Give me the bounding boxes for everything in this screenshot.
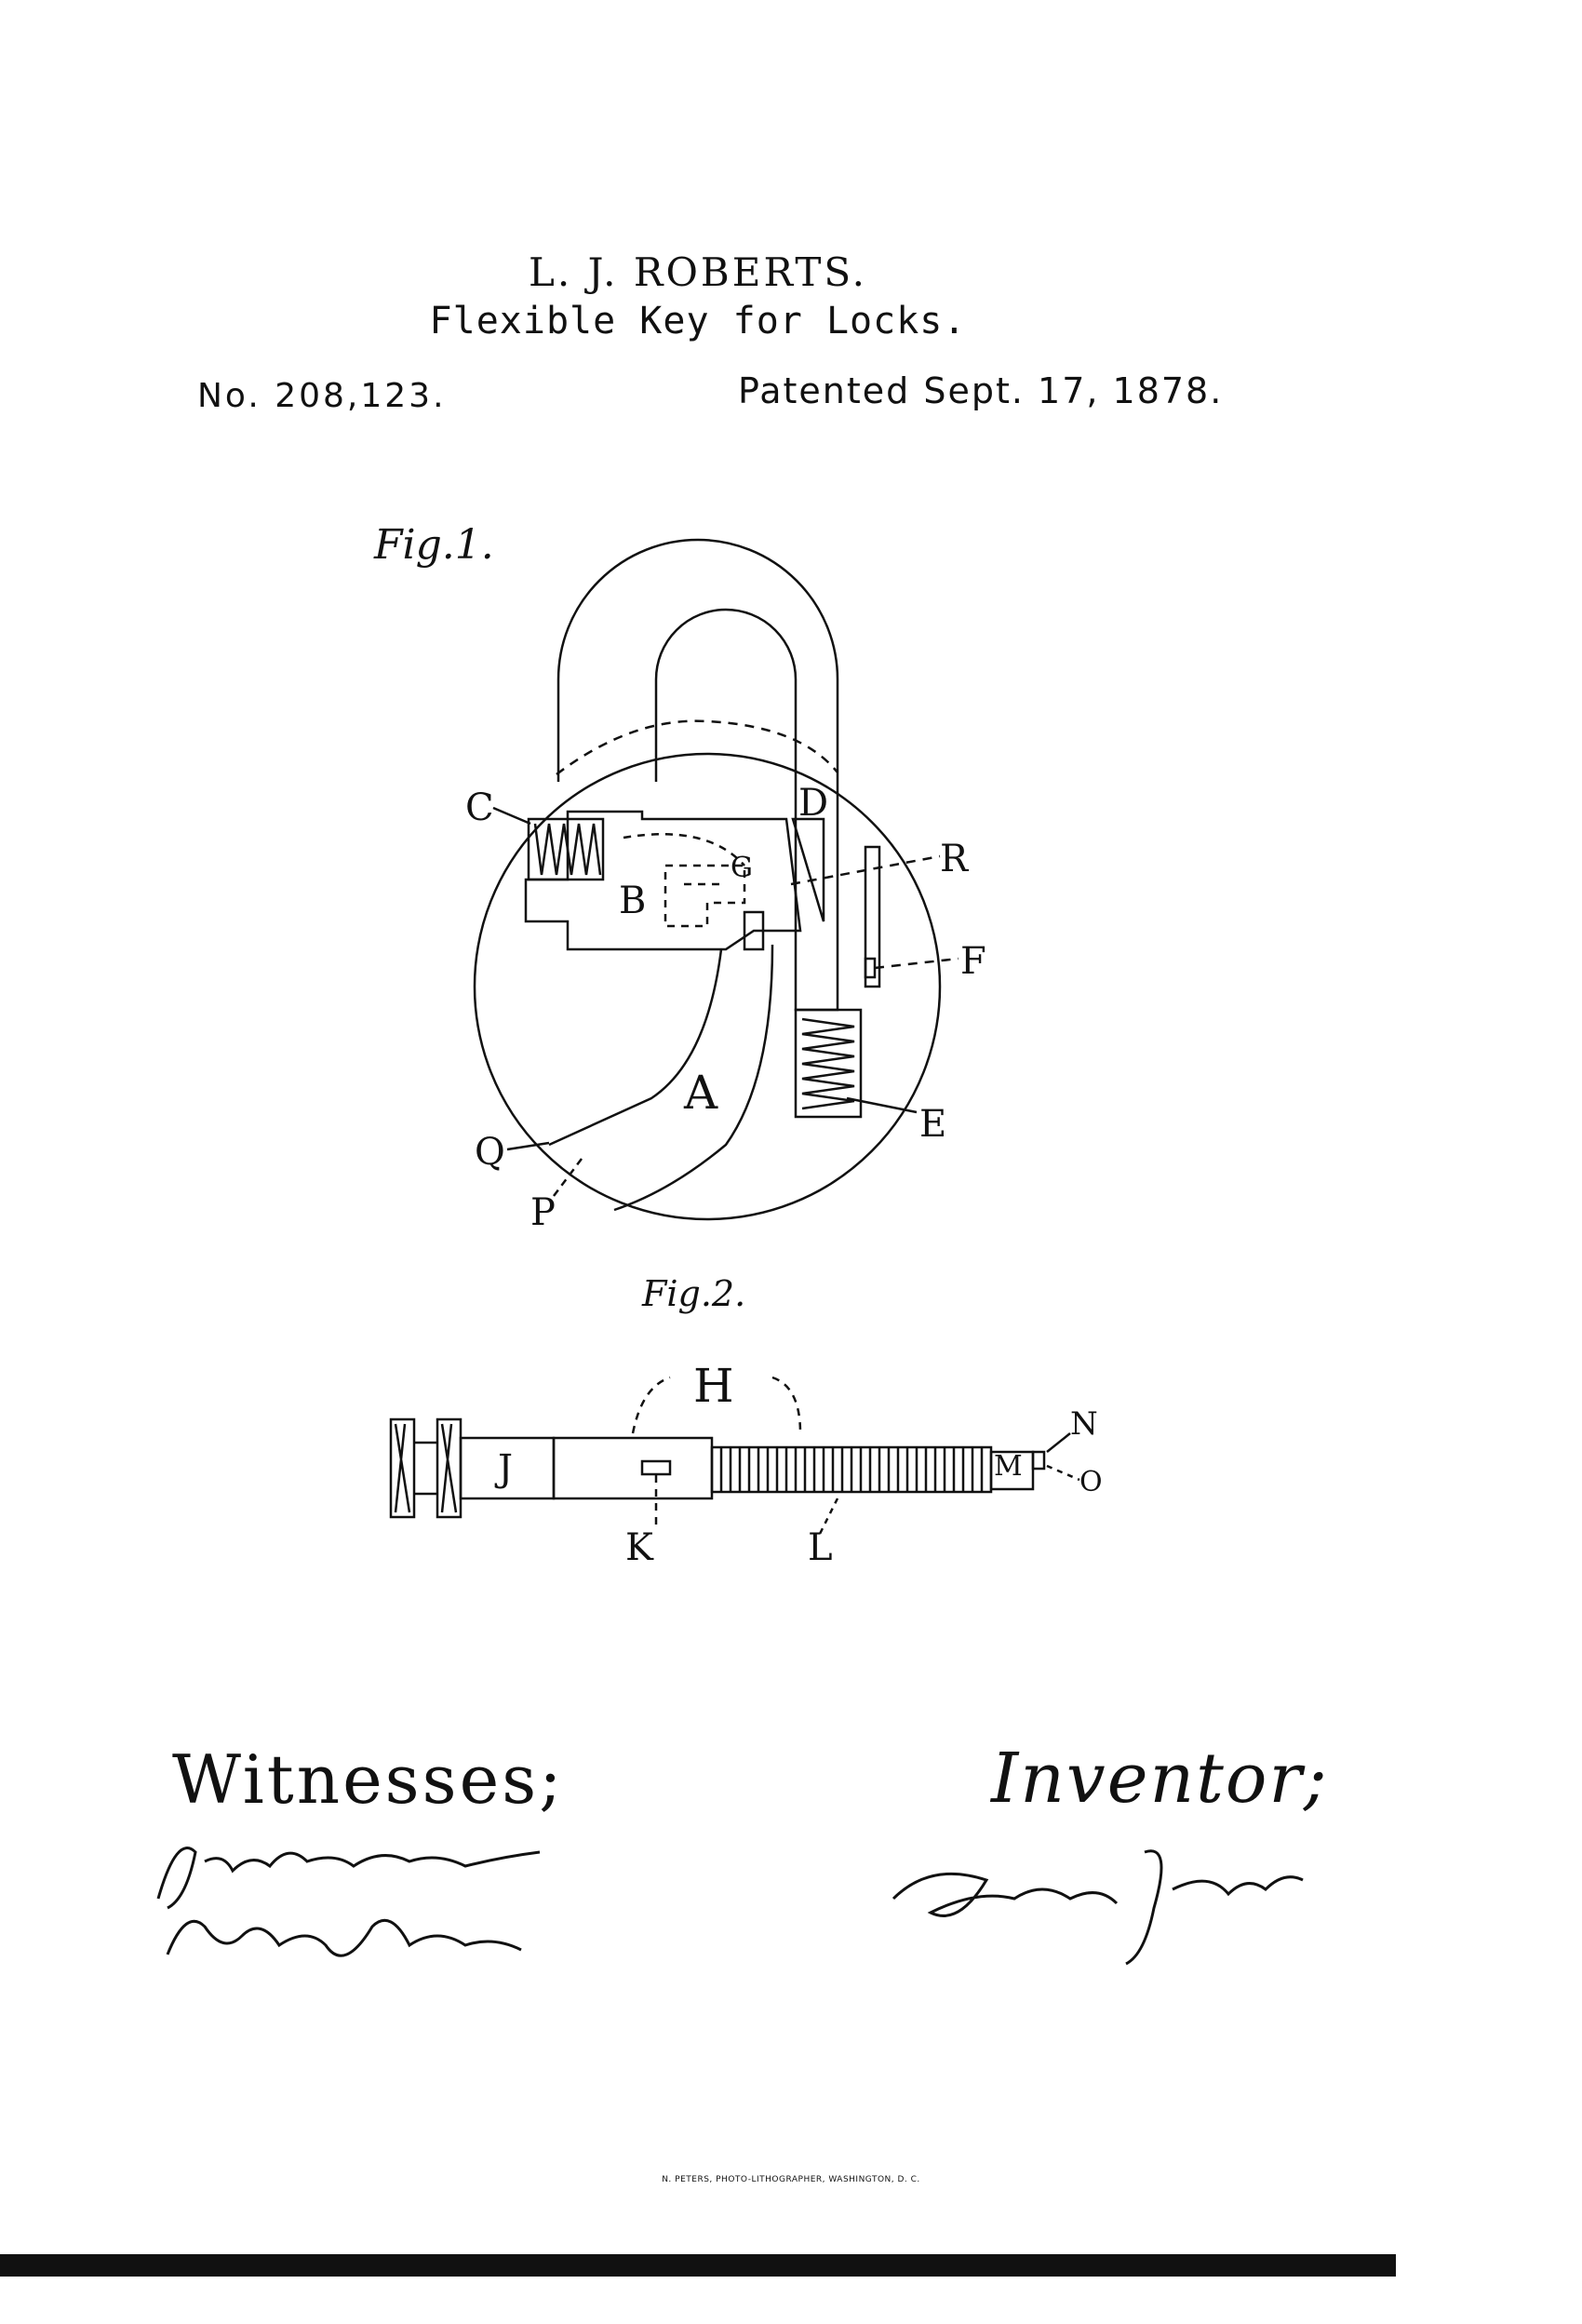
key-tip-M: [989, 1450, 1035, 1491]
ref-J: J: [498, 1447, 514, 1490]
ref-G: G: [731, 852, 753, 884]
ref-M: M: [994, 1450, 1023, 1483]
key-channel-A-outer: [613, 944, 774, 1212]
ref-H: H: [693, 1359, 734, 1413]
leader-O: [1046, 1464, 1080, 1482]
leader-F: [874, 957, 959, 970]
spring-E-housing: [794, 1008, 863, 1119]
bolt-B: [524, 810, 802, 951]
ref-P: P: [530, 1191, 556, 1234]
figure-1-label: Fig.1.: [374, 521, 494, 569]
figure-2-flexible-key: [389, 1376, 1080, 1537]
tumbler-G-block: [743, 910, 765, 951]
ref-Q: Q: [475, 1131, 505, 1174]
key-channel-A: [548, 948, 723, 1147]
bracket-H: [631, 1376, 802, 1434]
ref-O: O: [1079, 1466, 1103, 1498]
ref-F: F: [960, 940, 986, 983]
pin-F: [864, 957, 877, 979]
spring-C-housing: [527, 817, 605, 881]
ref-C: C: [465, 786, 494, 829]
key-slot-K: [640, 1459, 672, 1476]
leader-N: [1046, 1432, 1071, 1453]
leader-L: [817, 1498, 839, 1537]
ref-B: B: [619, 880, 647, 922]
patent-inventor-name: L. J. ROBERTS.: [529, 249, 867, 295]
key-handle: [389, 1417, 416, 1519]
ref-E: E: [919, 1103, 947, 1146]
leader-C: [492, 806, 531, 826]
leader-E: [846, 1096, 918, 1114]
key-shank: [552, 1436, 714, 1500]
inventor-signature: [892, 1849, 1304, 1966]
ref-K: K: [625, 1526, 653, 1569]
ref-L: L: [808, 1526, 833, 1569]
ref-N: N: [1070, 1405, 1098, 1443]
figure-1-padlock: [473, 538, 959, 1221]
tumbler-G-hidden: [664, 864, 746, 928]
spring-E: [801, 1017, 855, 1110]
ref-R: R: [940, 838, 969, 880]
padlock-hidden-arc: [556, 719, 838, 775]
padlock-shackle: [556, 538, 839, 1012]
witnesses-label: Witnesses;: [172, 1740, 565, 1819]
latch-D: [791, 817, 825, 922]
bottom-scan-edge: [0, 2254, 1396, 2277]
key-bit-N: [1031, 1450, 1046, 1471]
witness-signatures: [156, 1847, 541, 1957]
key-handle-knurl: [394, 1423, 458, 1513]
ref-A: A: [684, 1066, 718, 1120]
plate-R: [864, 845, 881, 988]
spring-C: [533, 823, 602, 876]
witness-1-signature: [156, 1847, 541, 1910]
witness-2-signature: [166, 1918, 522, 1957]
patent-title: Flexible Key for Locks.: [429, 300, 967, 343]
patent-date: Patented Sept. 17, 1878.: [738, 370, 1224, 411]
key-coil-lines: [719, 1447, 984, 1492]
ref-D: D: [798, 782, 829, 825]
leader-R: [790, 854, 941, 886]
lithographer-imprint: N. PETERS, PHOTO-LITHOGRAPHER, WASHINGTO…: [662, 2175, 920, 2184]
leader-Q: [506, 1141, 550, 1151]
tumbler-G-curve: [623, 833, 745, 866]
padlock-body: [473, 752, 942, 1221]
key-handle-neck: [414, 1441, 437, 1496]
inventor-label: Inventor;: [991, 1739, 1329, 1819]
figure-2-label: Fig.2.: [642, 1273, 746, 1314]
patent-number: No. 208,123.: [197, 377, 447, 415]
